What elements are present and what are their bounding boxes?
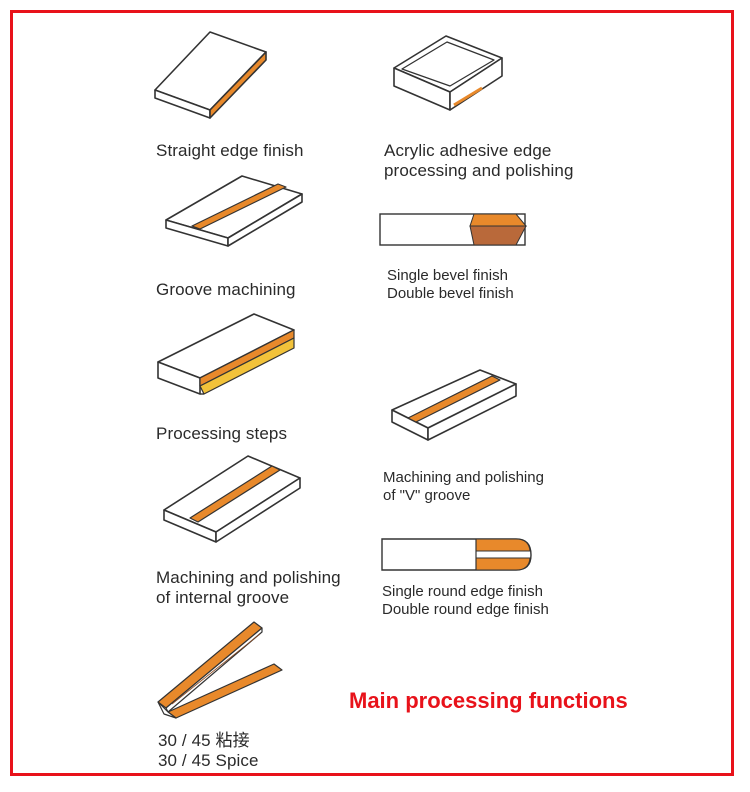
label-bevel-finish: Single bevel finish Double bevel finish: [387, 267, 514, 302]
label-v-groove: Machining and polishing of "V" groove: [383, 469, 544, 504]
label-straight-edge-finish: Straight edge finish: [156, 141, 304, 160]
label-acrylic-adhesive-edge: Acrylic adhesive edge processing and pol…: [384, 141, 574, 181]
red-border-frame: [10, 10, 734, 776]
internal-groove-board-icon: [163, 455, 301, 543]
round-edge-profile-icon: [381, 538, 532, 571]
label-internal-groove: Machining and polishing of internal groo…: [156, 568, 341, 608]
v-groove-board-icon: [391, 369, 517, 441]
bevel-profile-icon: [379, 213, 528, 246]
label-angle-splice: 30 / 45 粘接 30 / 45 Spice: [158, 731, 259, 771]
acrylic-box-icon: [393, 35, 503, 111]
label-round-edge-finish: Single round edge finish Double round ed…: [382, 583, 549, 618]
straight-edge-board-icon: [154, 31, 267, 119]
label-groove-machining: Groove machining: [156, 280, 296, 299]
groove-board-icon: [165, 175, 303, 247]
step-board-icon: [157, 313, 295, 395]
angle-splice-icon: [157, 621, 283, 719]
main-processing-functions-title: Main processing functions: [349, 688, 628, 713]
label-processing-steps: Processing steps: [156, 424, 288, 443]
